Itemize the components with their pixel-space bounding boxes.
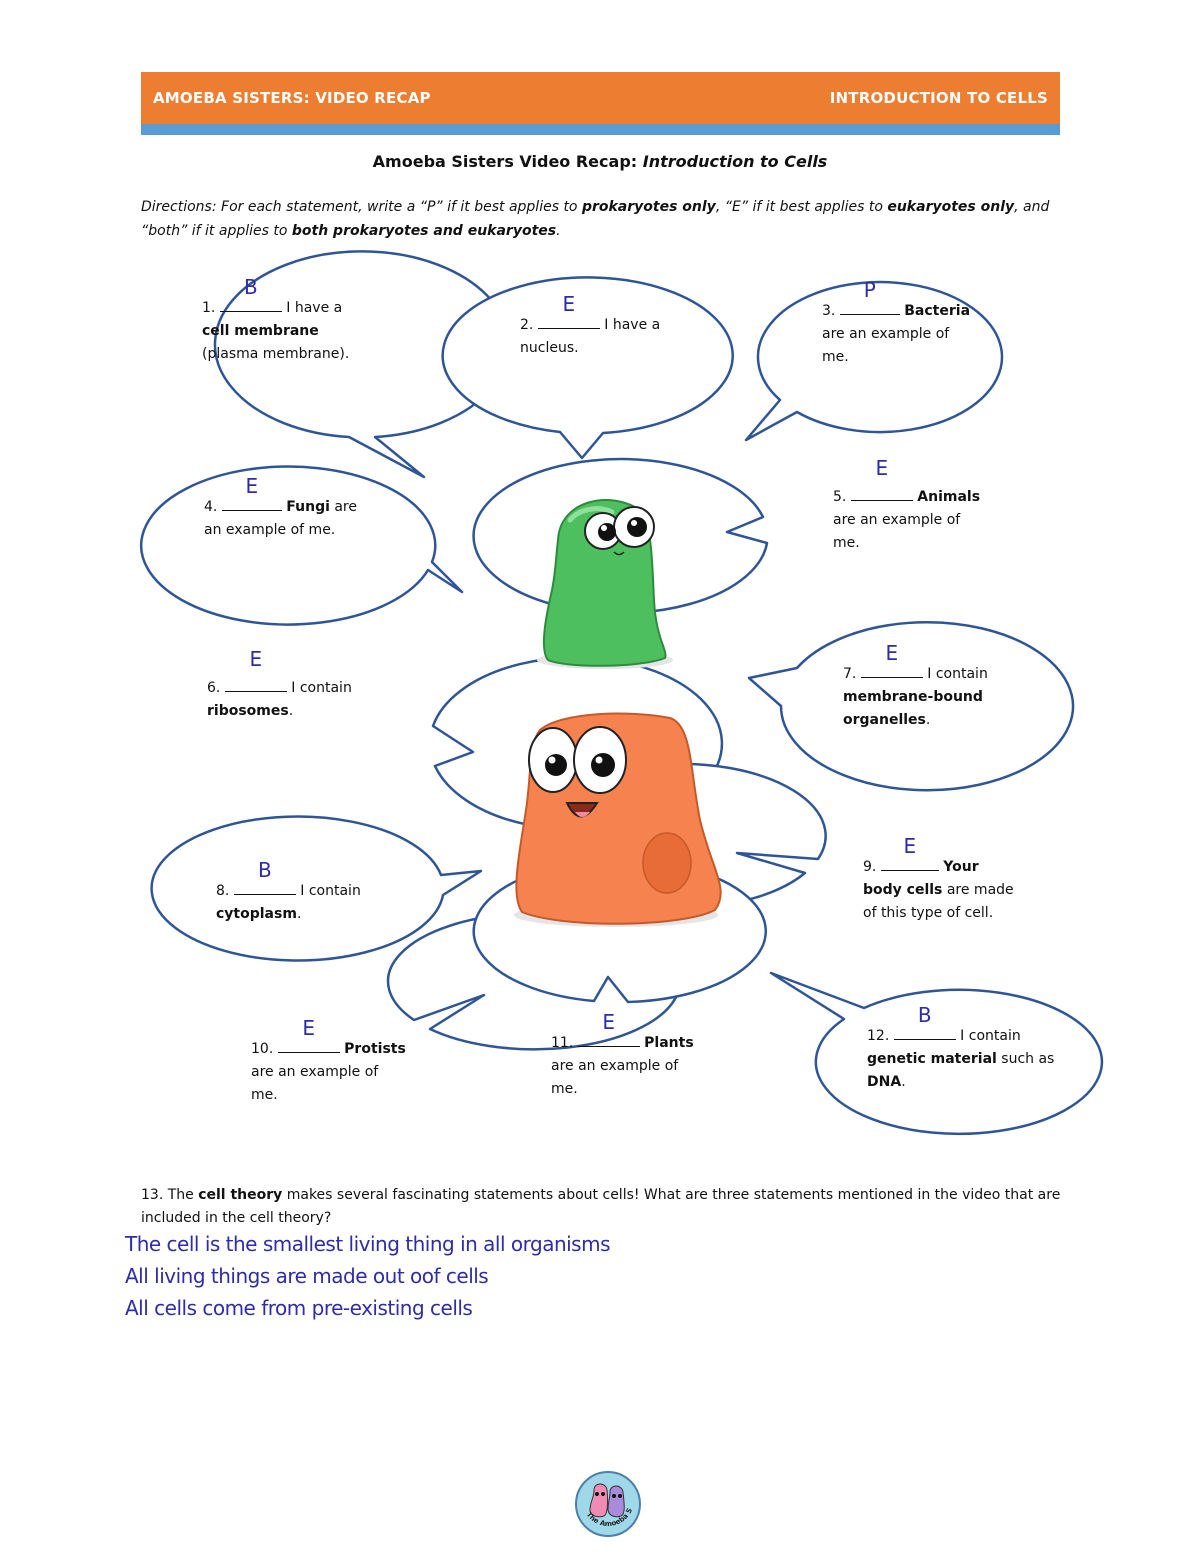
bubble-7 (747, 620, 1075, 792)
question-8: 8. B I contain cytoplasm. (216, 858, 361, 922)
answer-13-line-1: The cell is the smallest living thing in… (125, 1232, 611, 1256)
question-11: 11. E Plants are an example of me. (551, 1010, 694, 1097)
header-strip (141, 124, 1060, 135)
bubble-12 (769, 971, 1104, 1136)
question-5: 5. E Animals are an example of me. (833, 456, 981, 551)
bubble-8 (150, 815, 483, 962)
answer-blank-11[interactable]: E (577, 1010, 640, 1047)
question-3: 3. P Bacteria are an example of me. (822, 278, 971, 365)
answer-blank-3[interactable]: P (839, 278, 900, 315)
header-left: AMOEBA SISTERS: VIDEO RECAP (153, 89, 431, 107)
answer-13-line-3: All cells come from pre-existing cells (125, 1296, 473, 1320)
header-right: INTRODUCTION TO CELLS (829, 89, 1048, 107)
question-10: 10. E Protists are an example of me. (251, 1016, 406, 1103)
green-cell-character (537, 499, 673, 669)
question-13: 13. The cell theory makes several fascin… (141, 1187, 1061, 1226)
bubble-2 (441, 276, 734, 460)
answer-blank-6[interactable]: E (224, 647, 287, 692)
question-6: 6. E I contain ribosomes. (207, 647, 352, 719)
answer-blank-5[interactable]: E (850, 456, 913, 501)
orange-cell-character (514, 712, 722, 927)
answer-blank-8[interactable]: B (233, 858, 296, 895)
answer-13-line-2: All living things are made out oof cells (125, 1264, 489, 1288)
question-9: 9. E Your body cells are made of this ty… (863, 834, 1014, 921)
answer-blank-7[interactable]: E (860, 641, 923, 678)
amoeba-sisters-logo: The Amoeba Sisters (574, 1470, 641, 1537)
question-7: 7. E I contain membrane-bound organelles… (843, 641, 988, 728)
question-4: 4. E Fungi are an example of me. (204, 474, 357, 538)
answer-blank-12[interactable]: B (893, 1003, 956, 1040)
page-title: Amoeba Sisters Video Recap: Introduction… (372, 152, 828, 171)
question-1: 1. B I have a cell membrane (plasma memb… (202, 275, 350, 362)
bubble-4 (139, 465, 464, 626)
answer-blank-9[interactable]: E (880, 834, 939, 871)
bubble-3 (744, 280, 1004, 442)
answer-blank-10[interactable]: E (277, 1016, 340, 1053)
question-12: 12. B I contain genetic material such as… (867, 1003, 1055, 1090)
question-2: 2. E I have a nucleus. (520, 292, 661, 356)
answer-blank-1[interactable]: B (219, 275, 282, 312)
answer-blank-4[interactable]: E (221, 474, 282, 511)
directions: Directions: For each statement, write a … (141, 199, 1050, 239)
header-bar: AMOEBA SISTERS: VIDEO RECAP INTRODUCTION… (141, 72, 1060, 124)
answer-blank-2[interactable]: E (537, 292, 600, 329)
